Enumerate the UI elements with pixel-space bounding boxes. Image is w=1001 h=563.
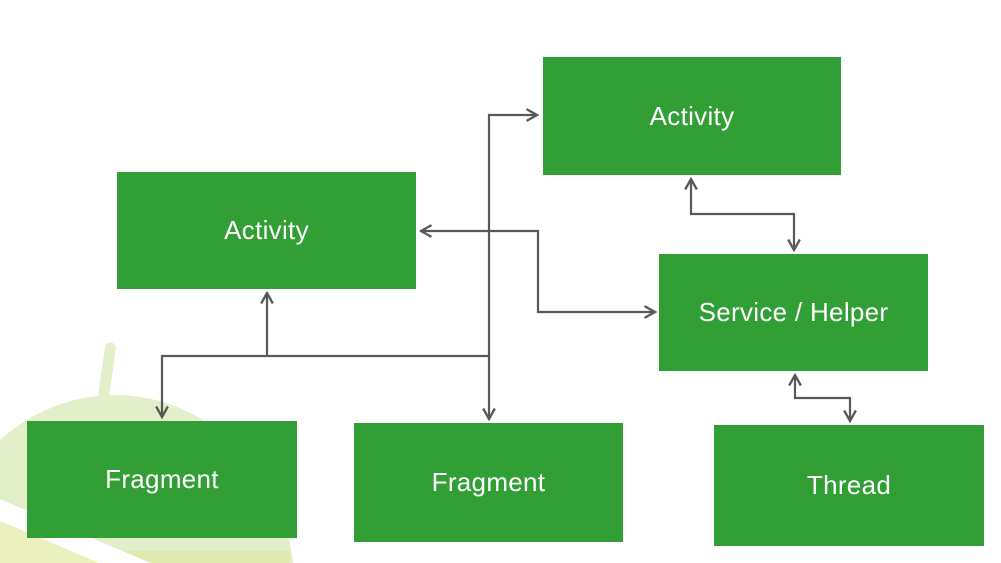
android-robot-leg-icon <box>105 551 290 563</box>
connector-bus-to-fragment-left <box>162 354 489 417</box>
node-activity-left: Activity <box>117 172 416 289</box>
node-service-helper: Service / Helper <box>659 254 928 371</box>
node-fragment-left: Fragment <box>27 421 297 538</box>
node-activity-top: Activity <box>543 57 841 175</box>
node-fragment-center: Fragment <box>354 423 623 542</box>
connector-bus-to-activity-top <box>487 115 537 357</box>
connector-activity-left-service <box>421 231 655 312</box>
node-thread: Thread <box>714 425 984 546</box>
connector-activity-top-service <box>691 179 794 250</box>
connector-service-thread <box>795 375 850 421</box>
